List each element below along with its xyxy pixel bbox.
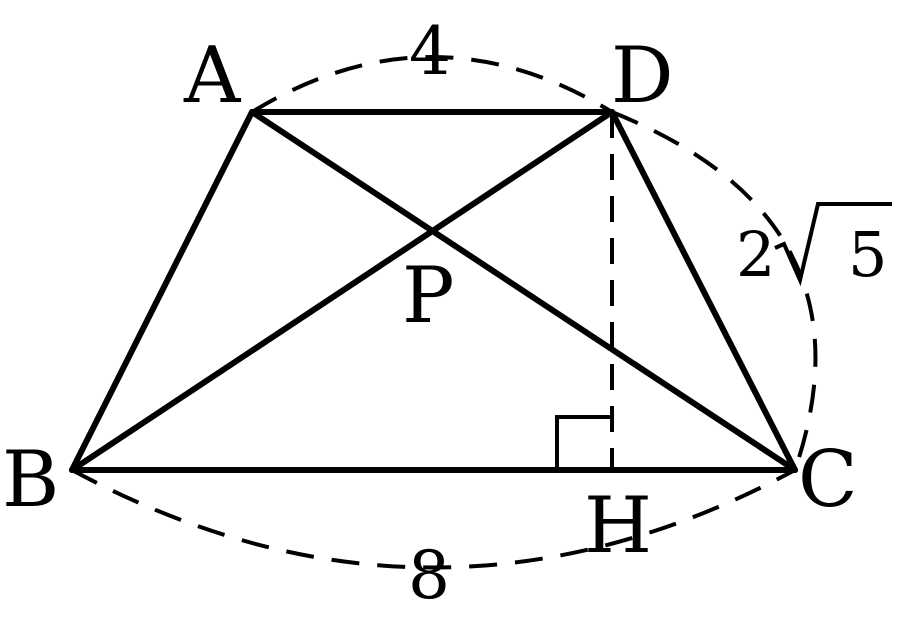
arc-bc [71, 468, 796, 570]
right-angle-marker [555, 415, 612, 470]
label-h: H [584, 481, 652, 571]
length-bc: 8 [408, 537, 450, 614]
segment-dc [609, 109, 798, 473]
label-p: P [402, 251, 454, 341]
length-dc-radicand: 5 [848, 218, 887, 291]
arc-dc [611, 110, 818, 471]
segment-ab [69, 109, 255, 473]
length-dc: 2 5 [736, 202, 892, 291]
length-dc-coefficient: 2 [736, 218, 775, 291]
diagonal-bd [69, 109, 615, 473]
label-c: C [798, 435, 858, 525]
label-d: D [611, 31, 674, 121]
label-b: B [2, 435, 59, 525]
arc-ad [250, 55, 614, 114]
label-a: A [183, 31, 242, 121]
diagonal-ac [249, 109, 798, 473]
length-ad: 4 [409, 13, 451, 90]
radical-sign [774, 202, 892, 287]
